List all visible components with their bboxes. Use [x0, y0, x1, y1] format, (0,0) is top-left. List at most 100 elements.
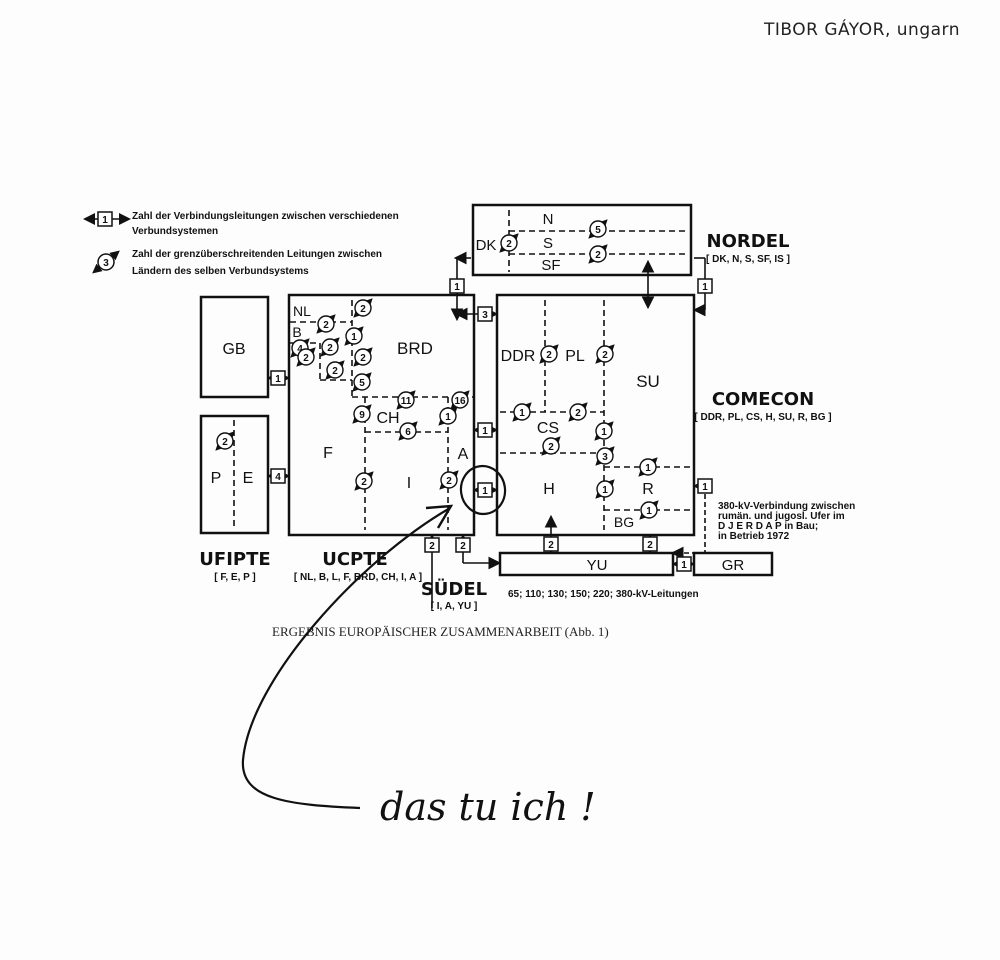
circle-nl-b: 2	[316, 314, 336, 334]
legend-box-text-2: Verbundsystemen	[132, 226, 218, 237]
legend-box-number: 1	[102, 215, 108, 226]
circle-ddr-cs: 1	[512, 402, 532, 422]
circle-p-e: 2	[215, 431, 235, 451]
link-sudel-2: 2	[455, 537, 471, 553]
circle-f-brd-2: 5	[352, 372, 372, 392]
svg-text:3: 3	[602, 452, 608, 463]
system-boxes	[199, 203, 774, 577]
link-r-yu-2: 2	[642, 536, 658, 552]
label-p: P	[211, 470, 222, 487]
label-ch: CH	[376, 410, 399, 427]
svg-text:1: 1	[702, 282, 708, 293]
legend-box-icon	[97, 211, 113, 227]
svg-text:16: 16	[454, 396, 466, 407]
comecon-box	[495, 293, 696, 537]
circle-h-r: 1	[595, 479, 615, 499]
link-a-h: 1	[477, 482, 493, 498]
link-ucpte-comecon: 3	[477, 306, 493, 322]
circle-l-brd: 2	[320, 337, 340, 357]
circle-pl-cs: 2	[568, 402, 588, 422]
label-r: R	[642, 481, 654, 498]
circle-ch-i: 6	[398, 421, 418, 441]
svg-text:in Betrieb 1972: in Betrieb 1972	[718, 531, 790, 542]
circle-cs-h: 2	[541, 436, 561, 456]
link-sudel-1: 2	[424, 537, 440, 553]
comecon-members: [ DDR, PL, CS, H, SU, R, BG ]	[694, 412, 831, 423]
circle-brd-ch: 11	[396, 390, 416, 410]
circle-nl-brd: 2	[353, 298, 373, 318]
label-b: B	[292, 324, 301, 340]
svg-text:380-kV-Verbindung zwischen: 380-kV-Verbindung zwischen	[718, 501, 855, 512]
link-yu-gr: 1	[676, 556, 692, 572]
internal-circle-counts: 2 2 1 4 2 2 2 2 5 11 16 9 6 1 2 2 2 2 5 …	[215, 219, 659, 520]
label-pl: PL	[565, 348, 585, 365]
svg-text:1: 1	[681, 560, 687, 571]
svg-text:2: 2	[361, 477, 367, 488]
label-h: H	[543, 481, 555, 498]
svg-text:1: 1	[702, 482, 708, 493]
label-yu: YU	[587, 557, 608, 574]
link-h-yu: 2	[543, 536, 559, 552]
svg-text:2: 2	[575, 408, 581, 419]
svg-text:1: 1	[601, 427, 607, 438]
link-a-comecon: 1	[477, 422, 493, 438]
legend-box-text-1: Zahl der Verbindungsleitungen zwischen v…	[132, 211, 399, 222]
hand-drawn-arrow-line	[241, 507, 451, 810]
ufipte-members: [ F, E, P ]	[214, 572, 256, 583]
circle-brd-a: 16	[450, 390, 470, 410]
svg-text:5: 5	[595, 225, 601, 236]
djerdap-note: 380-kV-Verbindung zwischen rumän. und ju…	[718, 501, 855, 542]
circle-r-bg: 1	[639, 500, 659, 520]
label-nl: NL	[293, 303, 311, 319]
circle-n-s: 5	[588, 219, 608, 239]
link-nordel-comecon: 1	[697, 278, 713, 294]
circle-dk-s: 2	[499, 233, 519, 253]
sudel-members: [ I, A, YU ]	[431, 601, 478, 612]
circle-h-su: 3	[595, 446, 615, 466]
svg-text:2: 2	[548, 442, 554, 453]
label-n: N	[543, 211, 554, 228]
label-e: E	[243, 470, 254, 487]
svg-text:1: 1	[602, 485, 608, 496]
svg-text:2: 2	[548, 540, 554, 551]
svg-text:2: 2	[222, 437, 228, 448]
svg-text:2: 2	[647, 540, 653, 551]
svg-text:2: 2	[332, 366, 338, 377]
svg-text:3: 3	[482, 310, 488, 321]
circle-l-f: 2	[325, 360, 345, 380]
label-su: SU	[636, 372, 660, 391]
label-gr: GR	[722, 557, 745, 574]
svg-text:4: 4	[275, 472, 281, 483]
svg-text:1: 1	[519, 408, 525, 419]
label-sf: SF	[541, 257, 560, 274]
handwritten-text: das tu ich !	[380, 785, 596, 829]
nordel-box	[471, 203, 693, 277]
label-ddr: DDR	[501, 348, 536, 365]
nordel-name: NORDEL	[707, 231, 790, 252]
svg-text:1: 1	[482, 486, 488, 497]
svg-text:2: 2	[429, 541, 435, 552]
circle-ddr-pl: 2	[539, 344, 559, 364]
figure-caption: ERGEBNIS EUROPÄISCHER ZUSAMMENARBEIT (Ab…	[272, 624, 609, 639]
label-f: F	[323, 445, 333, 462]
circle-s-sf: 2	[588, 244, 608, 264]
svg-text:2: 2	[546, 350, 552, 361]
ufipte-name: UFIPTE	[199, 549, 270, 570]
svg-text:2: 2	[360, 304, 366, 315]
nordel-members: [ DK, N, S, SF, IS ]	[706, 254, 790, 265]
svg-text:9: 9	[359, 410, 365, 421]
link-e-f: 4	[270, 468, 286, 484]
svg-text:1: 1	[482, 426, 488, 437]
voltage-note: 65; 110; 130; 150; 220; 380-kV-Leitungen	[508, 589, 699, 600]
link-count-boxes: 1 4 1 3 1 1 1 1 2 2 2 2 1	[270, 278, 713, 572]
svg-text:2: 2	[303, 353, 309, 364]
svg-text:1: 1	[645, 463, 651, 474]
svg-text:D J E R D A P in Bau;: D J E R D A P in Bau;	[718, 521, 818, 532]
handwritten-annotation: das tu ich !	[241, 464, 596, 829]
svg-text:5: 5	[359, 378, 365, 389]
svg-text:2: 2	[327, 343, 333, 354]
link-nordel-ucpte: 1	[449, 278, 465, 294]
circle-f-i: 2	[354, 471, 374, 491]
